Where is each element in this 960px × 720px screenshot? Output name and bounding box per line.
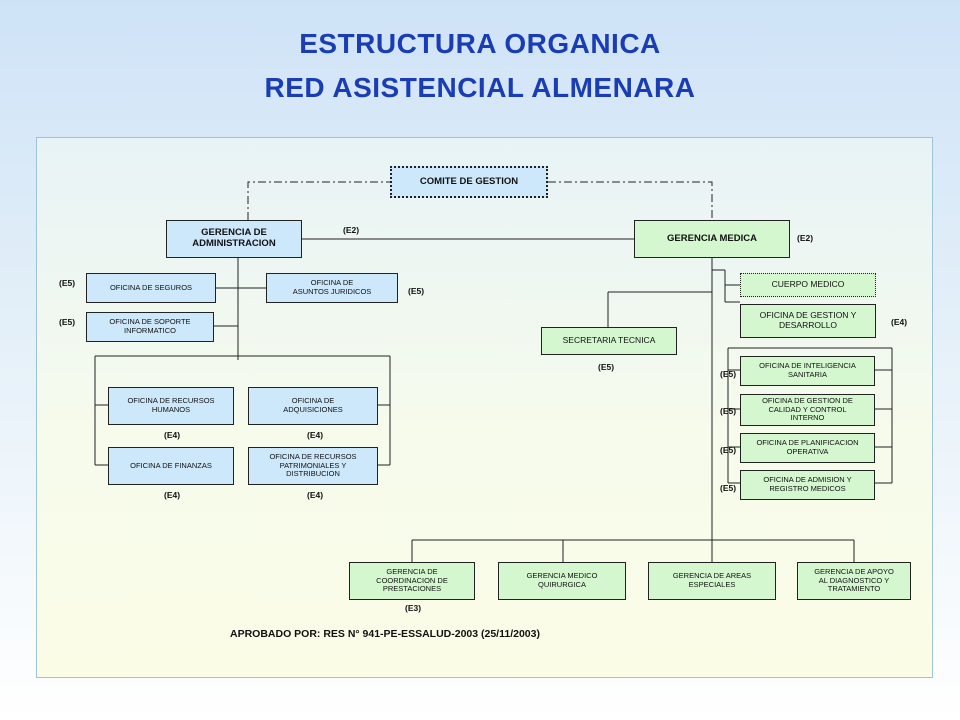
gerencia-medica: GERENCIA MEDICA — [634, 220, 790, 258]
level-label-secretaria: (E5) — [598, 362, 615, 372]
level-label-soporte: (E5) — [59, 317, 76, 327]
comite-de-gestion: COMITE DE GESTION — [390, 166, 548, 198]
level-label-juridicos: (E5) — [408, 286, 425, 296]
cuerpo-medico: CUERPO MEDICO — [740, 273, 876, 297]
level-label-rrhh: (E4) — [164, 430, 181, 440]
gerencia-de-coordinacion-de-prestaciones: GERENCIA DE COORDINACION DE PRESTACIONES — [349, 562, 475, 600]
level-label-admision: (E5) — [720, 483, 737, 493]
oficina-de-inteligencia-sanitaria: OFICINA DE INTELIGENCIA SANITARIA — [740, 356, 875, 386]
oficina-de-soporte-informatico: OFICINA DE SOPORTE INFORMATICO — [86, 312, 214, 342]
oficina-de-seguros: OFICINA DE SEGUROS — [86, 273, 216, 303]
oficina-de-finanzas: OFICINA DE FINANZAS — [108, 447, 234, 485]
oficina-de-recursos-patrimoniales: OFICINA DE RECURSOS PATRIMONIALES Y DIST… — [248, 447, 378, 485]
level-label-coordinacion: (E3) — [405, 603, 422, 613]
oficina-de-recursos-humanos: OFICINA DE RECURSOS HUMANOS — [108, 387, 234, 425]
level-label-patrimoniales: (E4) — [307, 490, 324, 500]
level-label-seguros: (E5) — [59, 278, 76, 288]
level-label-inteligencia: (E5) — [720, 369, 737, 379]
level-label-adquisiciones: (E4) — [307, 430, 324, 440]
level-label-medica: (E2) — [797, 233, 814, 243]
gerencia-de-administracion: GERENCIA DE ADMINISTRACION — [166, 220, 302, 258]
approval-note: APROBADO POR: RES N° 941-PE-ESSALUD-2003… — [230, 628, 540, 640]
oficina-de-admision: OFICINA DE ADMISION Y REGISTRO MEDICOS — [740, 470, 875, 500]
level-label-planificacion: (E5) — [720, 445, 737, 455]
secretaria-tecnica: SECRETARIA TECNICA — [541, 327, 677, 355]
title-line-1: ESTRUCTURA ORGANICA — [299, 28, 661, 59]
gerencia-medico-quirurgica: GERENCIA MEDICO QUIRURGICA — [498, 562, 626, 600]
level-label-gestion-desarrollo: (E4) — [891, 317, 908, 327]
level-label-calidad: (E5) — [720, 406, 737, 416]
gerencia-de-areas-especiales: GERENCIA DE AREAS ESPECIALES — [648, 562, 776, 600]
level-label-admin: (E2) — [343, 225, 360, 235]
gerencia-de-apoyo-al-diagnostico: GERENCIA DE APOYO AL DIAGNOSTICO Y TRATA… — [797, 562, 911, 600]
oficina-de-adquisiciones: OFICINA DE ADQUISICIONES — [248, 387, 378, 425]
title-line-2: RED ASISTENCIAL ALMENARA — [264, 72, 696, 103]
oficina-de-gestion-y-desarrollo: OFICINA DE GESTION Y DESARROLLO — [740, 304, 876, 338]
oficina-de-gestion-de-calidad: OFICINA DE GESTION DE CALIDAD Y CONTROL … — [740, 394, 875, 426]
level-label-finanzas: (E4) — [164, 490, 181, 500]
oficina-de-asuntos-juridicos: OFICINA DE ASUNTOS JURIDICOS — [266, 273, 398, 303]
oficina-de-planificacion-operativa: OFICINA DE PLANIFICACION OPERATIVA — [740, 433, 875, 463]
